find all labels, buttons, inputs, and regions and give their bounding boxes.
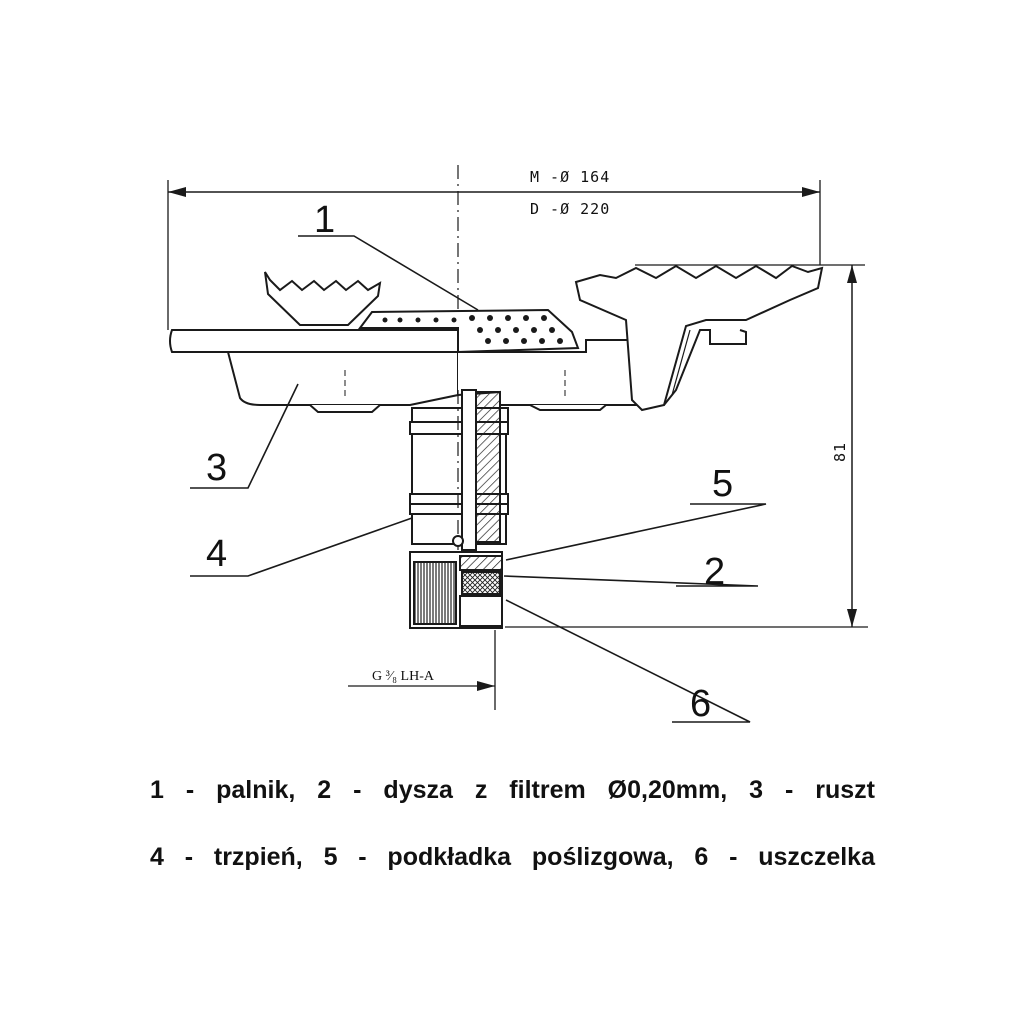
legend-line-1: 1 - palnik, 2 - dysza z filtrem Ø0,20mm,… [150, 776, 875, 804]
burner-holes [382, 315, 563, 344]
callout-6: 6 [690, 683, 711, 725]
diameter-d-label: D -Ø 220 [530, 200, 610, 218]
diameter-dimension [167, 165, 821, 340]
callout-2: 2 [704, 551, 725, 593]
legend-line-2: 4 - trzpień, 5 - podkładka poślizgowa, 6… [150, 843, 875, 871]
height-label: 81 [831, 442, 849, 462]
callout-4: 4 [206, 533, 227, 575]
callout-3: 3 [206, 447, 227, 489]
leader-lines [190, 235, 767, 723]
thread-dimension [348, 630, 496, 710]
nozzle-filter [461, 571, 501, 595]
diameter-m-label: M -Ø 164 [530, 168, 610, 186]
grate-left-support [264, 271, 382, 326]
grate-tray [169, 329, 637, 413]
callout-5: 5 [712, 463, 733, 505]
spindle [409, 389, 509, 551]
height-dimension [505, 264, 868, 628]
nozzle-assembly [409, 551, 503, 629]
burner-head [358, 308, 580, 354]
thread-label: G ³⁄₈ LH-A [372, 669, 435, 684]
grate-right-support [574, 264, 824, 412]
callout-1: 1 [314, 199, 335, 241]
